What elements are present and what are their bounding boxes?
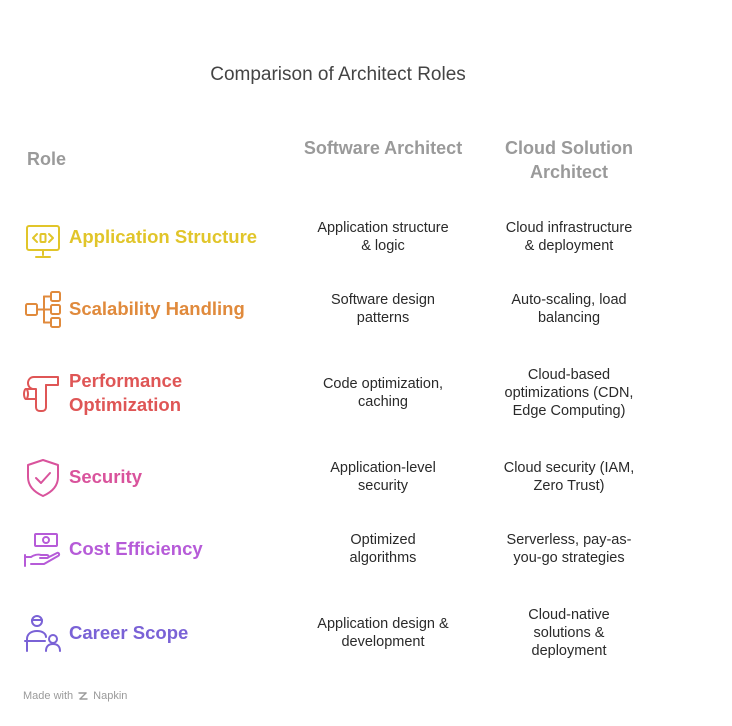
header-role: Role [27,149,67,169]
software-cell: Code optimization, caching [322,376,444,410]
footer-made-with: Made with [23,690,74,702]
cloud-cell: Cloud-native solutions & deployment [528,607,610,659]
cloud-cell: Serverless, pay-as-you-go strategies [506,532,632,566]
software-cell: Application-level security [330,460,436,494]
cloud-cell: Cloud infrastructure & deployment [505,220,633,254]
hierarchy-icon [25,291,61,328]
napkin-logo-icon [78,692,88,700]
footer-brand: Napkin [93,690,128,702]
header-software-architect: Software Architect [303,138,463,158]
hand-money-icon [24,533,61,567]
row-label: Performance Optimization [69,370,183,415]
cloud-cell: Auto-scaling, load balancing [511,292,627,326]
row-label: Career Scope [69,622,189,643]
monitor-code-icon [26,225,60,258]
header-cloud-solution-architect: Cloud Solution Architect [505,138,633,182]
footer-attribution: Made with Napkin [23,690,127,702]
people-icon [24,615,61,652]
software-cell: Application structure & logic [317,220,449,254]
software-cell: Application design & development [317,616,449,650]
row-label: Scalability Handling [69,298,245,319]
software-cell: Software design patterns [331,292,435,326]
row-label: Application Structure [69,226,258,247]
pipe-icon [23,376,59,412]
cloud-cell: Cloud-based optimizations (CDN, Edge Com… [504,367,634,419]
row-label: Security [69,466,143,487]
page-title: Comparison of Architect Roles [210,64,466,85]
row-label: Cost Efficiency [69,538,203,559]
software-cell: Optimized algorithms [349,532,417,566]
shield-check-icon [27,459,59,497]
cloud-cell: Cloud security (IAM, Zero Trust) [503,460,635,494]
